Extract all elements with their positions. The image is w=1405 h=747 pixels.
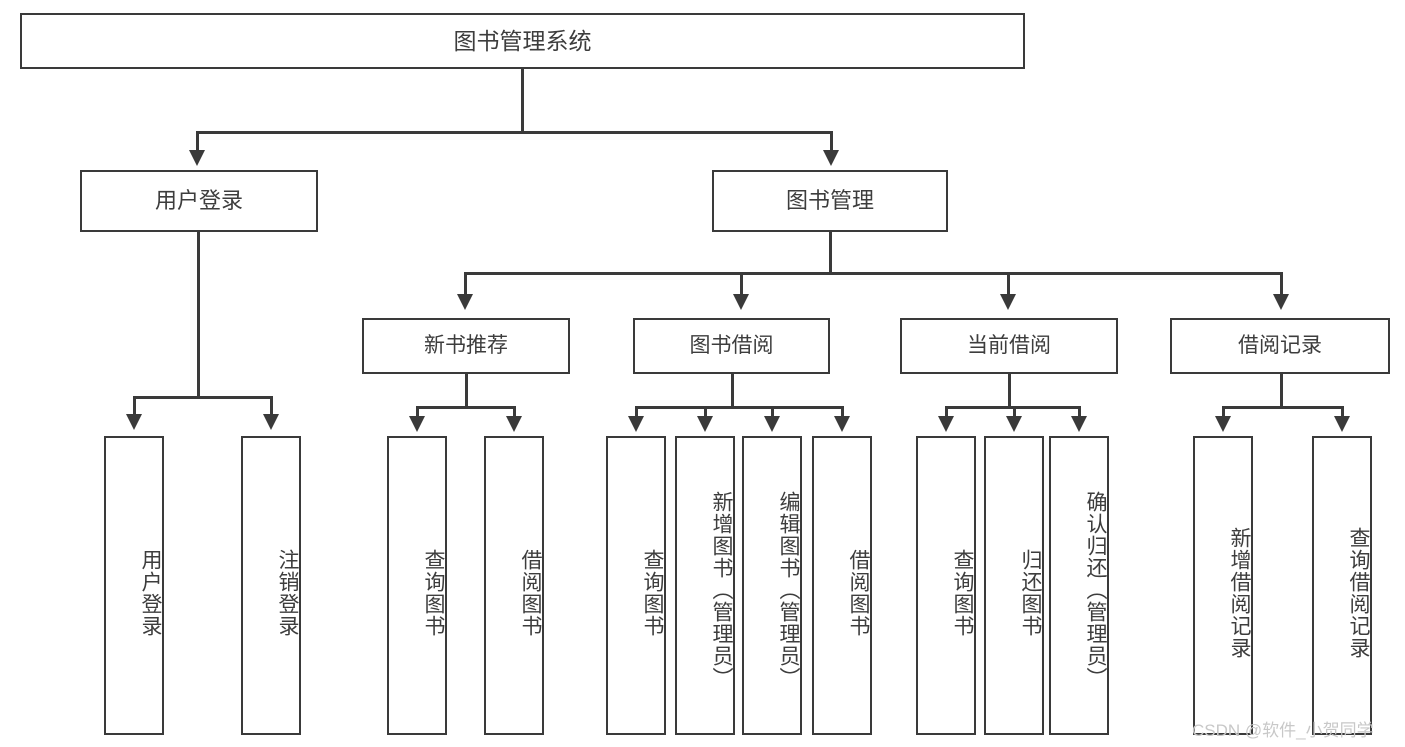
node-new-book-recommend: 新书推荐 — [362, 318, 570, 374]
arrow-root-to-user-icon — [189, 150, 205, 166]
node-user-login: 用户登录 — [80, 170, 318, 232]
edge-user-stem — [197, 232, 200, 396]
edge-bookborrow-d1 — [635, 406, 638, 420]
edge-record-bus — [1222, 406, 1342, 409]
arrow-book-new-icon — [457, 294, 473, 310]
leaf-return-book: 归还图书 — [984, 436, 1044, 735]
edge-bookborrow-d4 — [841, 406, 844, 420]
edge-book-bus — [464, 272, 1282, 275]
node-book-management: 图书管理 — [712, 170, 948, 232]
edge-bookborrow-bus — [635, 406, 843, 409]
arrow-bookborrow-d2-icon — [697, 416, 713, 432]
leaf-logout: 注销登录 — [241, 436, 301, 735]
edge-newbook-stem — [465, 374, 468, 406]
arrow-bookborrow-d3-icon — [764, 416, 780, 432]
edge-user-bus — [133, 396, 272, 399]
arrow-current-d2-icon — [1006, 416, 1022, 432]
arrow-current-d1-icon — [938, 416, 954, 432]
arrow-bookborrow-d1-icon — [628, 416, 644, 432]
edge-current-stem — [1008, 374, 1011, 406]
arrow-record-d1-icon — [1215, 416, 1231, 432]
edge-newbook-d1 — [416, 406, 419, 420]
node-root-system: 图书管理系统 — [20, 13, 1025, 69]
arrow-current-d3-icon — [1071, 416, 1087, 432]
arrow-newbook-d2-icon — [506, 416, 522, 432]
leaf-query-borrow-record: 查询借阅记录 — [1312, 436, 1372, 735]
leaf-user-login: 用户登录 — [104, 436, 164, 735]
edge-user-to-leaf1 — [133, 396, 136, 418]
edge-bookborrow-stem — [731, 374, 734, 406]
edge-root-to-user — [196, 131, 199, 155]
edge-book-to-new — [464, 272, 467, 298]
edge-newbook-bus — [416, 406, 515, 409]
node-borrow-record: 借阅记录 — [1170, 318, 1390, 374]
arrow-newbook-d1-icon — [409, 416, 425, 432]
leaf-query-book-recommend: 查询图书 — [387, 436, 447, 735]
leaf-add-borrow-record: 新增借阅记录 — [1193, 436, 1253, 735]
arrow-record-d2-icon — [1334, 416, 1350, 432]
edge-current-d3 — [1078, 406, 1081, 420]
arrow-user-leaf1-icon — [126, 414, 142, 430]
edge-record-stem — [1280, 374, 1283, 406]
leaf-edit-book-admin: 编辑图书（管理员） — [742, 436, 802, 735]
edge-root-stem — [521, 69, 524, 131]
edge-bookborrow-d2 — [704, 406, 707, 420]
edge-current-bus — [945, 406, 1080, 409]
leaf-borrow-book-recommend: 借阅图书 — [484, 436, 544, 735]
edge-book-to-record — [1280, 272, 1283, 298]
leaf-add-book-admin: 新增图书（管理员） — [675, 436, 735, 735]
edge-book-to-borrow — [740, 272, 743, 298]
node-book-borrow: 图书借阅 — [633, 318, 830, 374]
leaf-query-book-borrow: 查询图书 — [606, 436, 666, 735]
leaf-confirm-return-admin: 确认归还（管理员） — [1049, 436, 1109, 735]
edge-user-to-leaf2 — [270, 396, 273, 418]
edge-book-stem — [829, 232, 832, 272]
edge-book-to-current — [1007, 272, 1010, 298]
arrow-bookborrow-d4-icon — [834, 416, 850, 432]
edge-record-d1 — [1222, 406, 1225, 420]
edge-root-bus — [196, 131, 833, 134]
leaf-borrow-book: 借阅图书 — [812, 436, 872, 735]
edge-record-d2 — [1341, 406, 1344, 420]
arrow-book-record-icon — [1273, 294, 1289, 310]
arrow-book-borrow-icon — [733, 294, 749, 310]
arrow-book-current-icon — [1000, 294, 1016, 310]
edge-newbook-d2 — [513, 406, 516, 420]
edge-bookborrow-d3 — [771, 406, 774, 420]
edge-root-to-book — [830, 131, 833, 155]
edge-current-d2 — [1013, 406, 1016, 420]
edge-current-d1 — [945, 406, 948, 420]
watermark: CSDN @软件_小贺同学 — [1192, 721, 1374, 740]
leaf-query-book-current: 查询图书 — [916, 436, 976, 735]
node-current-borrow: 当前借阅 — [900, 318, 1118, 374]
arrow-root-to-book-icon — [823, 150, 839, 166]
arrow-user-leaf2-icon — [263, 414, 279, 430]
